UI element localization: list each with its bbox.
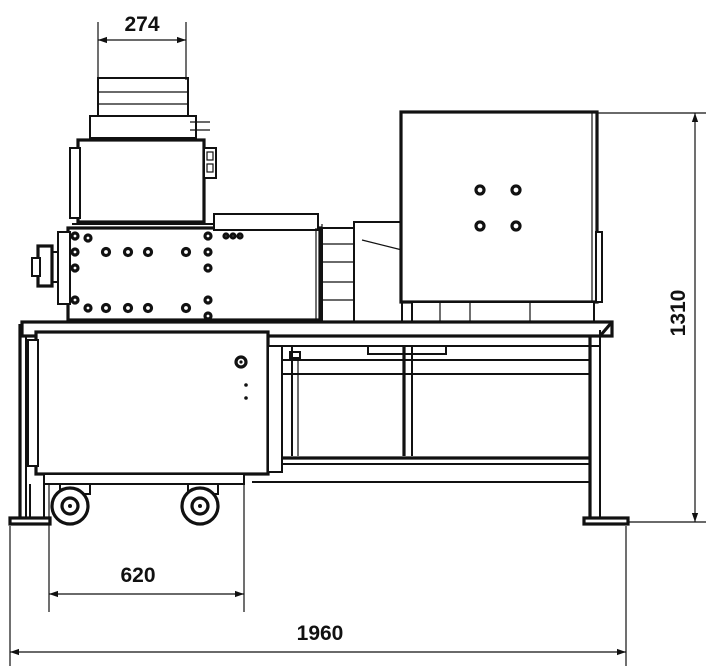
- gearbox: [321, 221, 403, 323]
- wheel-span-label: 620: [120, 564, 155, 587]
- dimension-overall-length: 1960: [9, 526, 627, 666]
- hopper-width-label: 274: [124, 13, 159, 36]
- feed-hopper: [89, 77, 210, 139]
- castor-wheel-right: [180, 483, 220, 526]
- lower-cabinet: [27, 330, 283, 485]
- overall-length-label: 1960: [297, 622, 344, 645]
- control-cabinet: [399, 110, 603, 323]
- castor-wheel-left: [50, 483, 91, 526]
- hopper-box: [69, 138, 217, 225]
- mixer-body: [31, 213, 323, 322]
- dimension-overall-height: 1310: [598, 112, 706, 523]
- overall-height-label: 1310: [667, 290, 690, 337]
- dimension-wheel-span: 620: [48, 484, 245, 612]
- dimension-hopper-width: 274: [97, 13, 187, 80]
